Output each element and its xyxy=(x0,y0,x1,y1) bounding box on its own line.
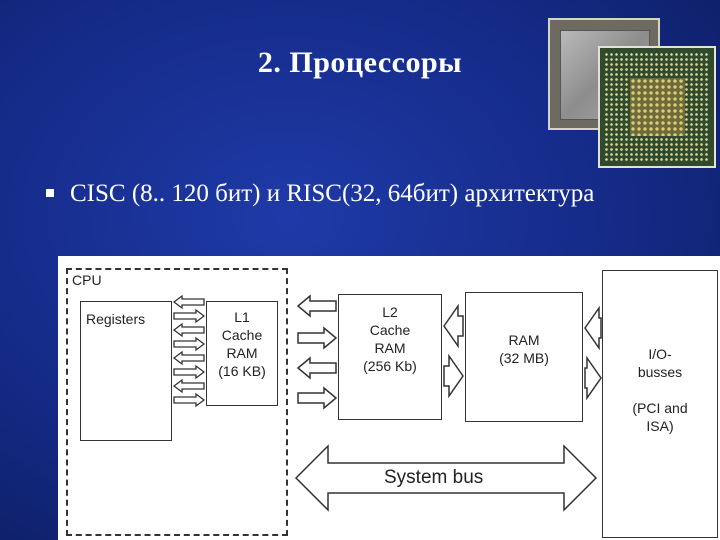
l1-l2-arrow-left-2 xyxy=(296,356,337,380)
l1-l2-arrow-left-1 xyxy=(296,294,337,318)
l1-l2-arrow-right-2 xyxy=(297,386,338,410)
reg-arrow-right-3 xyxy=(173,364,206,380)
io-busses-label: I/O- busses (PCI and ISA) xyxy=(632,346,688,434)
io-busses-box: I/O- busses (PCI and ISA) xyxy=(602,270,718,538)
cpu-label: CPU xyxy=(72,272,102,288)
cpu-boundary: CPU xyxy=(66,268,288,536)
bullet-text: CISC (8.. 120 бит) и RISC(32, 64бит) арх… xyxy=(70,180,595,207)
reg-arrow-left-3 xyxy=(172,350,205,366)
reg-arrow-left-2 xyxy=(172,322,205,338)
bullet-item: CISC (8.. 120 бит) и RISC(32, 64бит) арх… xyxy=(46,178,646,210)
reg-arrow-right-1 xyxy=(173,308,206,324)
ram-io-arrow-right xyxy=(584,355,602,401)
l1-cache-box: L1 Cache RAM (16 KB) xyxy=(206,301,278,406)
l2-ram-arrow-left xyxy=(443,303,464,349)
reg-arrow-left-1 xyxy=(172,294,205,310)
registers-label: Registers xyxy=(86,311,146,327)
chip-core xyxy=(630,78,685,136)
ram-box: RAM (32 MB) xyxy=(465,292,583,422)
architecture-diagram: CPU Registers L1 Cache RAM (16 KB) L2 Ca… xyxy=(58,256,720,540)
l1-l2-arrow-right-1 xyxy=(297,326,338,350)
system-bus-label: System bus xyxy=(384,467,484,488)
reg-arrow-right-4 xyxy=(173,392,206,408)
reg-arrow-left-4 xyxy=(172,378,205,394)
system-bus-arrow xyxy=(294,444,598,512)
reg-arrow-right-2 xyxy=(173,336,206,352)
l2-cache-box: L2 Cache RAM (256 Kb) xyxy=(338,294,442,420)
bullet-square-icon xyxy=(46,189,54,197)
l1-cache-label: L1 Cache RAM (16 KB) xyxy=(218,309,266,379)
l2-cache-label: L2 Cache RAM (256 Kb) xyxy=(363,304,417,374)
diagram-arrows xyxy=(172,294,602,512)
ram-label: RAM (32 MB) xyxy=(499,332,549,366)
chip-front-image xyxy=(598,46,716,168)
ram-io-arrow-left xyxy=(584,305,602,351)
slide-title: 2. Процессоры xyxy=(257,46,463,79)
l2-ram-arrow-right xyxy=(443,353,464,399)
registers-box: Registers xyxy=(80,301,172,441)
